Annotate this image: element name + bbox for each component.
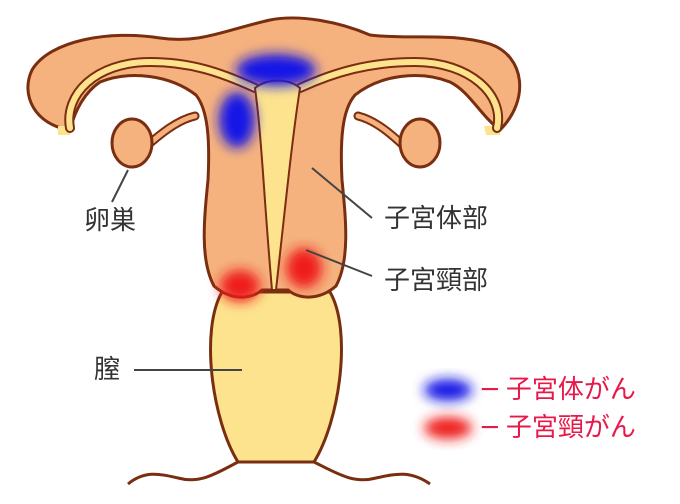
label-uterine-body: 子宮体部: [384, 206, 488, 232]
ovary-leader: [112, 170, 128, 202]
vulva-right-line: [314, 462, 430, 484]
vagina-shape: [211, 292, 342, 462]
legend-swatch-body: [424, 379, 472, 401]
legend-cervical-cancer: ─ 子宮頸がん: [482, 415, 636, 441]
label-ovary: 卵巣: [84, 208, 136, 234]
legend-swatch-cervical: [424, 417, 472, 439]
ovary-left: [112, 116, 195, 167]
legend-uterine-body-cancer: ─ 子宮体がん: [482, 377, 636, 403]
uterine-body-cancer-side: [219, 92, 255, 148]
label-cervix: 子宮頸部: [384, 268, 488, 294]
vulva-left-line: [128, 462, 238, 484]
label-vagina: 膣: [94, 357, 120, 383]
ovary-right: [358, 116, 440, 167]
cervical-cancer-left: [220, 270, 260, 302]
uterine-body-cancer-top: [236, 54, 316, 86]
